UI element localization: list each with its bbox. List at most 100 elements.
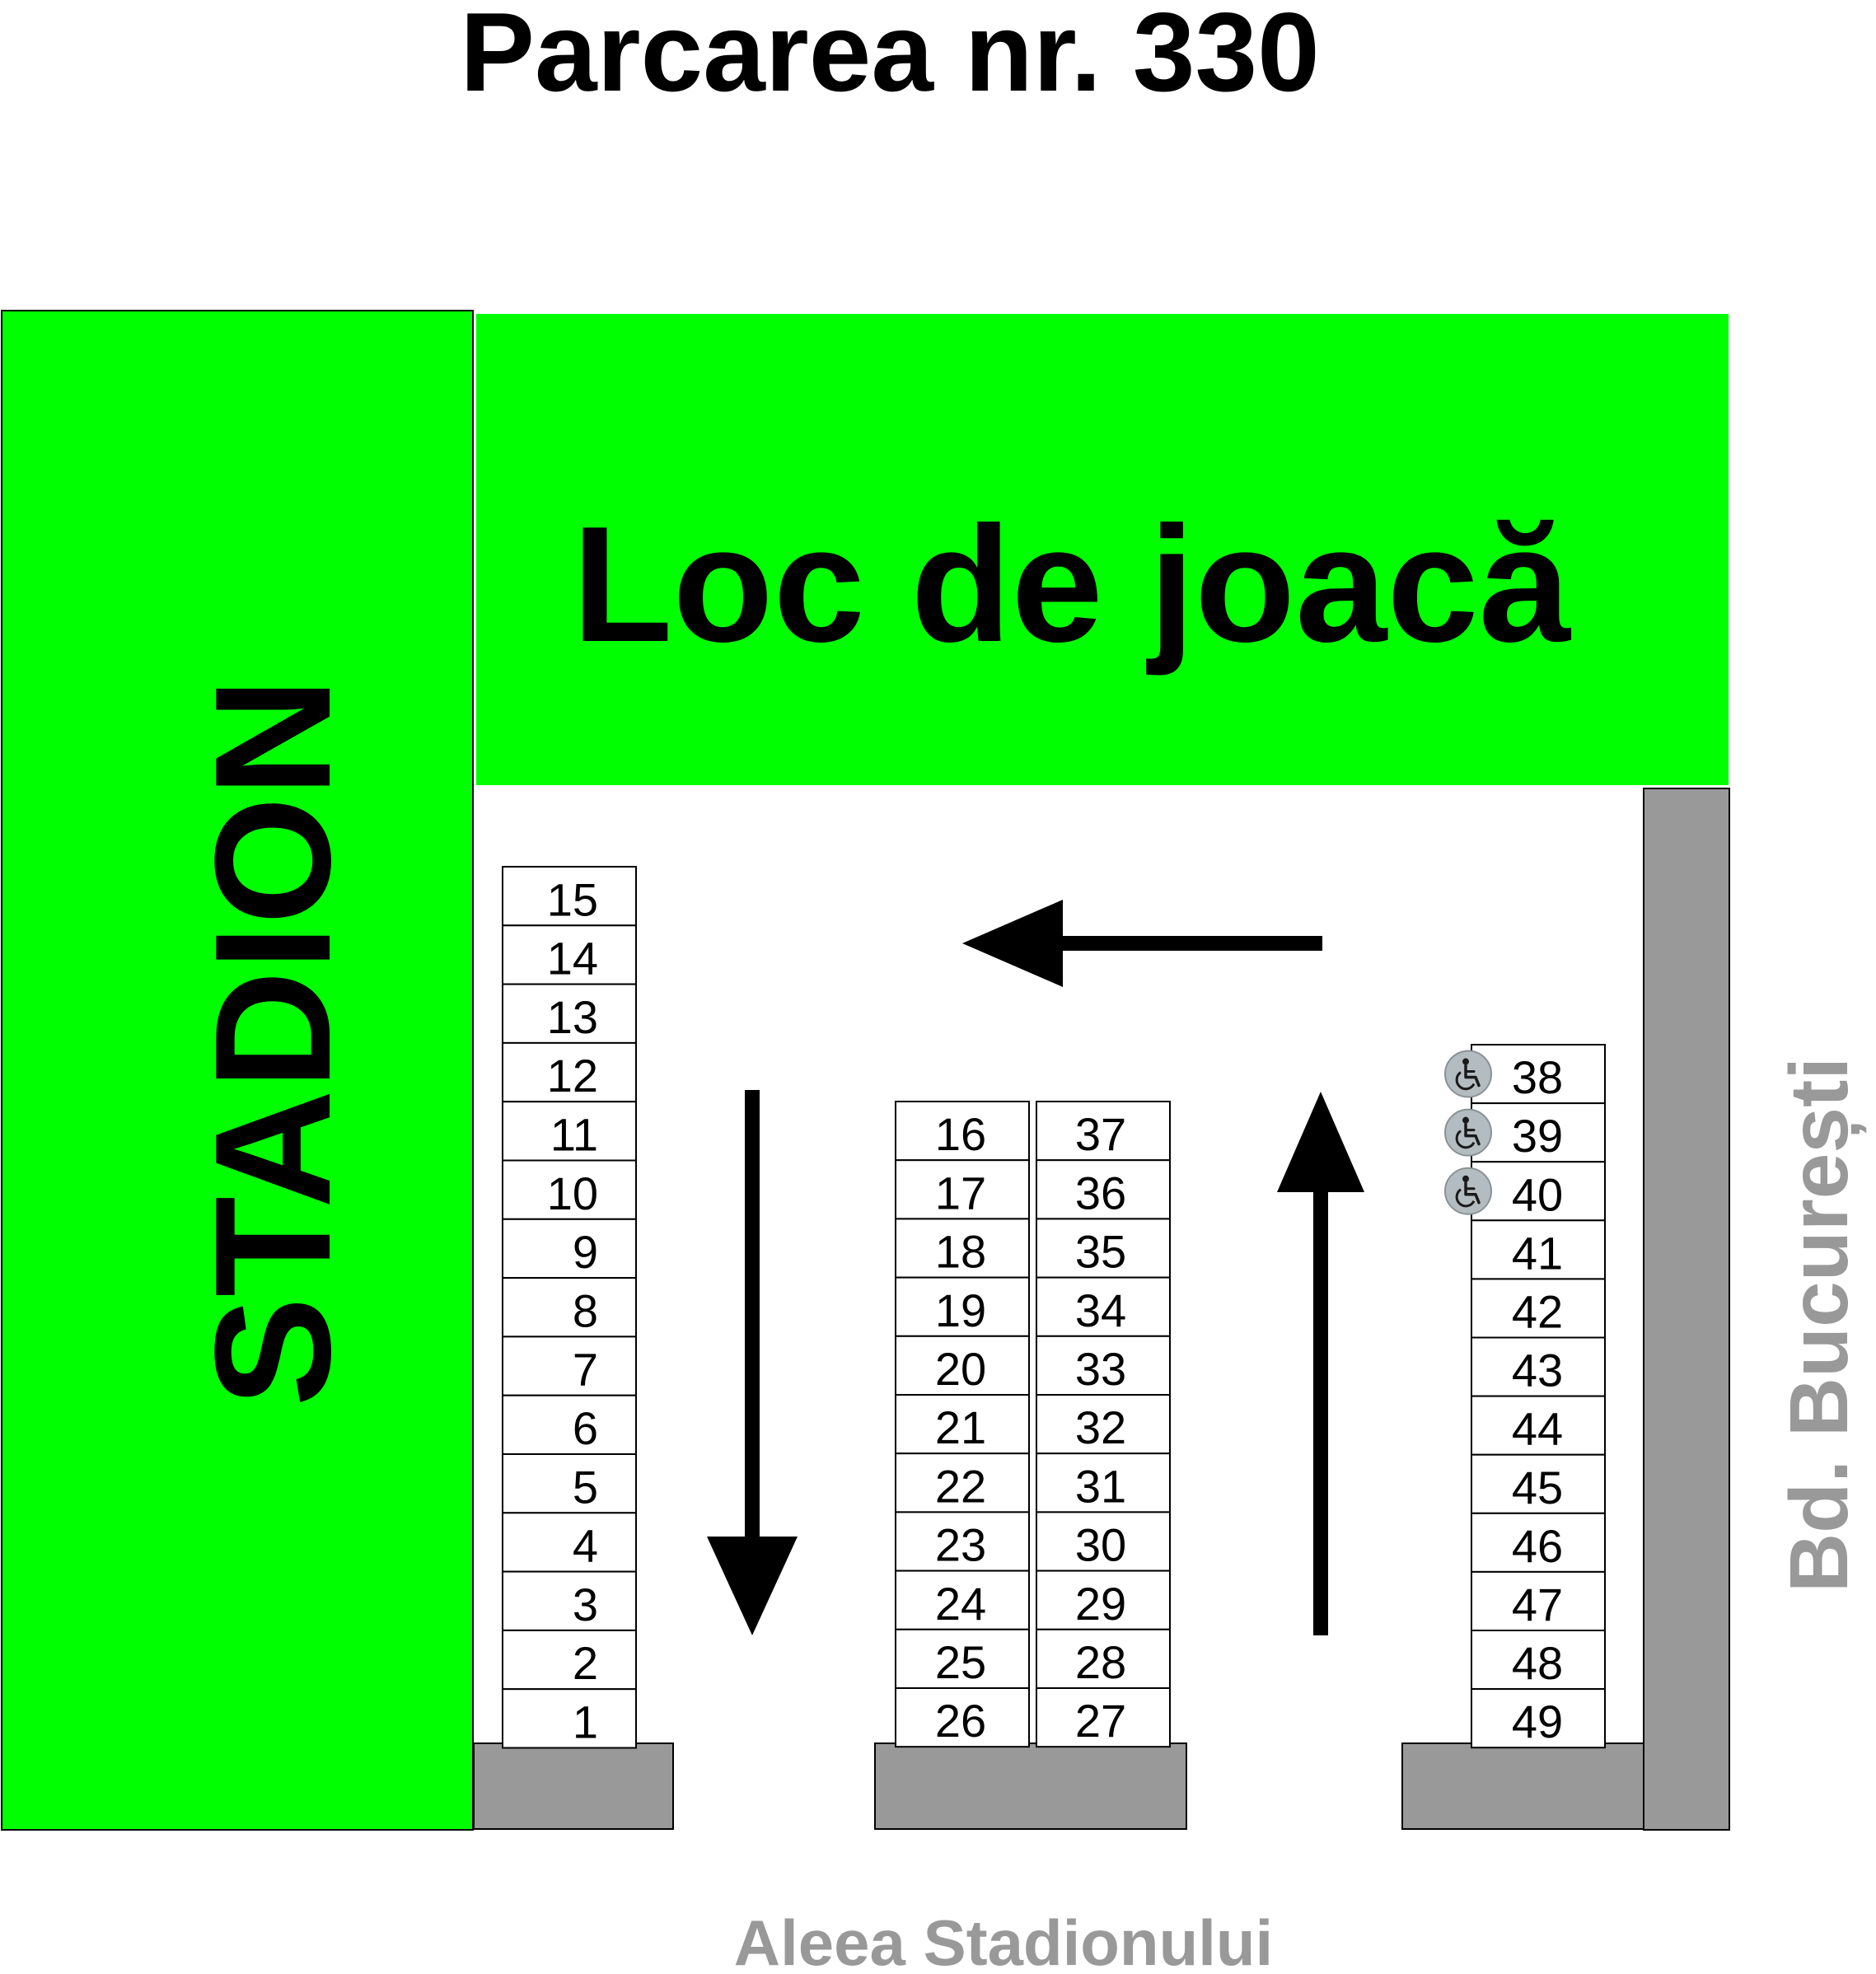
parking-spot[interactable]: 25 bbox=[895, 1628, 1030, 1690]
parking-spot-box bbox=[1036, 1101, 1171, 1162]
parking-spot[interactable]: 43 bbox=[1471, 1336, 1606, 1397]
parking-spot[interactable]: 14 bbox=[502, 924, 637, 985]
parking-spot[interactable]: 31 bbox=[1036, 1452, 1171, 1513]
parking-spot-number: 37 bbox=[1075, 1108, 1126, 1160]
wheelchair-icon bbox=[1443, 1107, 1493, 1158]
parking-spot[interactable]: 35 bbox=[1036, 1218, 1171, 1279]
parking-spot[interactable]: 32 bbox=[1036, 1394, 1171, 1455]
parking-spot[interactable]: 11 bbox=[502, 1101, 637, 1162]
parking-spot-number: 4 bbox=[573, 1520, 598, 1572]
parking-spot-box bbox=[895, 1687, 1030, 1748]
parking-spot[interactable]: 41 bbox=[1471, 1219, 1606, 1280]
parking-spot[interactable]: 22 bbox=[895, 1452, 1030, 1513]
parking-spot-box bbox=[1036, 1511, 1171, 1572]
parking-spot-number: 10 bbox=[547, 1167, 598, 1219]
parking-spot[interactable]: 39 bbox=[1443, 1102, 1606, 1163]
parking-spot-box bbox=[502, 1159, 637, 1220]
parking-spot[interactable]: 6 bbox=[502, 1394, 637, 1455]
parking-spot[interactable]: 44 bbox=[1471, 1395, 1606, 1456]
parking-spot[interactable]: 7 bbox=[502, 1335, 637, 1396]
parking-spot[interactable]: 42 bbox=[1471, 1278, 1606, 1339]
parking-spot[interactable]: 40 bbox=[1443, 1161, 1606, 1222]
parking-spot-number: 16 bbox=[935, 1108, 986, 1160]
parking-spot[interactable]: 20 bbox=[895, 1335, 1030, 1396]
arrowhead-down-icon bbox=[707, 1537, 798, 1635]
parking-spot-box bbox=[895, 1569, 1030, 1630]
parking-spot[interactable]: 8 bbox=[502, 1277, 637, 1338]
parking-spot-number: 45 bbox=[1512, 1462, 1563, 1513]
parking-spot[interactable]: 5 bbox=[502, 1453, 637, 1514]
parking-spot-number: 38 bbox=[1512, 1051, 1563, 1103]
parking-spot-box bbox=[895, 1218, 1030, 1279]
street-right-label: Bd. București bbox=[1773, 1057, 1867, 1593]
parking-spot-number: 2 bbox=[573, 1637, 598, 1689]
parking-spot-box bbox=[502, 866, 637, 927]
parking-spot[interactable]: 19 bbox=[895, 1276, 1030, 1337]
parking-spot[interactable]: 12 bbox=[502, 1041, 637, 1103]
parking-spot[interactable]: 10 bbox=[502, 1159, 637, 1220]
street-bottom-label: Aleea Stadionului bbox=[734, 1906, 1273, 1974]
parking-spot-box bbox=[502, 1629, 637, 1691]
parking-spot-number: 43 bbox=[1512, 1345, 1563, 1396]
parking-spot[interactable]: 47 bbox=[1471, 1570, 1606, 1632]
parking-spot-box bbox=[1036, 1218, 1171, 1279]
parking-spot-box bbox=[1471, 1044, 1606, 1105]
parking-spot[interactable]: 34 bbox=[1036, 1276, 1171, 1337]
parking-spot-box bbox=[502, 1570, 637, 1631]
parking-spot[interactable]: 29 bbox=[1036, 1569, 1171, 1630]
parking-spot-number: 12 bbox=[547, 1050, 598, 1102]
parking-spot-number: 35 bbox=[1075, 1226, 1126, 1278]
parking-spot-box bbox=[502, 983, 637, 1044]
parking-spot-number: 6 bbox=[573, 1402, 598, 1454]
parking-spot[interactable]: 21 bbox=[895, 1394, 1030, 1455]
parking-spot-box bbox=[1471, 1278, 1606, 1339]
parking-spot-box bbox=[502, 1335, 637, 1396]
parking-spot[interactable]: 38 bbox=[1443, 1044, 1606, 1105]
parking-spot-number: 44 bbox=[1512, 1403, 1563, 1455]
parking-spot[interactable]: 24 bbox=[895, 1569, 1030, 1630]
parking-spot-number: 22 bbox=[935, 1460, 986, 1512]
parking-spot[interactable]: 33 bbox=[1036, 1335, 1171, 1396]
parking-spot-box bbox=[502, 1218, 637, 1279]
parking-spot[interactable]: 30 bbox=[1036, 1511, 1171, 1572]
curb-bottom-right bbox=[1401, 1742, 1647, 1830]
parking-spot[interactable]: 45 bbox=[1471, 1453, 1606, 1514]
parking-spot[interactable]: 49 bbox=[1471, 1688, 1606, 1749]
parking-spot[interactable]: 46 bbox=[1471, 1512, 1606, 1573]
parking-spot-box bbox=[1036, 1159, 1171, 1220]
parking-spot[interactable]: 4 bbox=[502, 1512, 637, 1573]
parking-spot-box bbox=[1036, 1628, 1171, 1690]
parking-spot[interactable]: 3 bbox=[502, 1570, 637, 1631]
parking-spot[interactable]: 1 bbox=[502, 1688, 637, 1749]
parking-spot[interactable]: 23 bbox=[895, 1511, 1030, 1572]
parking-spot-number: 5 bbox=[573, 1461, 598, 1513]
parking-rows: 1514131211109876543211617181920212223242… bbox=[502, 866, 1606, 1749]
parking-spot-box bbox=[1036, 1569, 1171, 1630]
parking-spot[interactable]: 27 bbox=[1036, 1687, 1171, 1748]
stadium-label: STADION bbox=[181, 677, 365, 1406]
parking-spot[interactable]: 26 bbox=[895, 1687, 1030, 1748]
curb-bottom-middle bbox=[874, 1742, 1187, 1830]
parking-spot-box bbox=[1036, 1394, 1171, 1455]
parking-spot[interactable]: 9 bbox=[502, 1218, 637, 1279]
traffic-arrow-left bbox=[962, 900, 1322, 987]
parking-spot[interactable]: 48 bbox=[1471, 1630, 1606, 1691]
parking-spot-number: 11 bbox=[550, 1109, 598, 1161]
parking-spot-box bbox=[895, 1511, 1030, 1572]
parking-spot-box bbox=[502, 924, 637, 985]
parking-spot[interactable]: 2 bbox=[502, 1629, 637, 1691]
parking-spot[interactable]: 17 bbox=[895, 1159, 1030, 1220]
parking-spot[interactable]: 15 bbox=[502, 866, 637, 927]
parking-spot-box bbox=[1471, 1219, 1606, 1280]
parking-spot-box bbox=[895, 1452, 1030, 1513]
parking-spot[interactable]: 18 bbox=[895, 1218, 1030, 1279]
parking-spot[interactable]: 16 bbox=[895, 1101, 1030, 1162]
parking-spot[interactable]: 36 bbox=[1036, 1159, 1171, 1220]
parking-spot-box bbox=[895, 1335, 1030, 1396]
parking-spot[interactable]: 13 bbox=[502, 983, 637, 1044]
parking-spot[interactable]: 37 bbox=[1036, 1101, 1171, 1162]
parking-spot-number: 34 bbox=[1075, 1284, 1126, 1336]
parking-spot[interactable]: 28 bbox=[1036, 1628, 1171, 1690]
